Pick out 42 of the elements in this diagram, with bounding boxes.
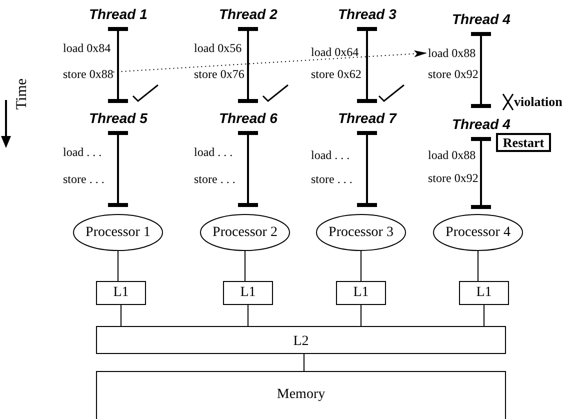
thread-heading: Thread 7 [338, 110, 396, 126]
thread-heading: Thread 4 [452, 116, 510, 132]
connector-line [244, 250, 246, 282]
status-label: violation [514, 94, 562, 110]
thread-heading: Thread 4 [452, 11, 510, 27]
thread-heading: Thread 2 [219, 6, 278, 22]
dotted-arrow [112, 50, 428, 72]
thread-heading: Thread 6 [219, 110, 278, 126]
instruction-text: store . . . [311, 172, 352, 186]
instruction-text: load . . . [311, 148, 350, 162]
connector-line [120, 304, 122, 326]
instruction-text: load . . . [194, 145, 233, 159]
instruction-text: store . . . [194, 172, 236, 186]
instruction-text: store 0x88 [63, 67, 114, 81]
instruction-text: load 0x84 [63, 41, 111, 55]
cache-box: L1 [336, 281, 386, 305]
processor-ellipse: Processor 4 [433, 214, 523, 251]
processor-ellipse: Processor 3 [316, 214, 406, 251]
cache-box: L1 [223, 281, 273, 305]
thread-heading: Thread 5 [89, 110, 148, 126]
instruction-text: load 0x88 [428, 46, 476, 60]
instruction-text: store . . . [63, 172, 104, 186]
instruction-text: load 0x56 [194, 41, 242, 55]
instruction-text: load 0x64 [311, 45, 359, 59]
instruction-text: store 0x92 [428, 171, 478, 185]
instruction-text: load . . . [63, 145, 102, 159]
processor-ellipse: Processor 1 [73, 214, 163, 251]
cache-box: L1 [459, 281, 509, 305]
cache-box: L2 [96, 326, 506, 354]
thread-heading: Thread 3 [338, 6, 396, 22]
connector-line [360, 304, 362, 326]
instruction-text: store 0x76 [194, 67, 244, 81]
thread-heading: Thread 1 [89, 6, 148, 22]
axis-label: Time [14, 77, 30, 112]
connector-line [360, 250, 362, 282]
instruction-text: store 0x62 [311, 67, 362, 81]
cache-box: L1 [96, 281, 146, 305]
instruction-text: store 0x92 [428, 67, 478, 81]
processor-ellipse: Processor 2 [200, 214, 290, 251]
instruction-text: load 0x88 [428, 148, 476, 162]
memory-box: Memory [96, 371, 506, 419]
restart-box: Restart [496, 133, 551, 152]
